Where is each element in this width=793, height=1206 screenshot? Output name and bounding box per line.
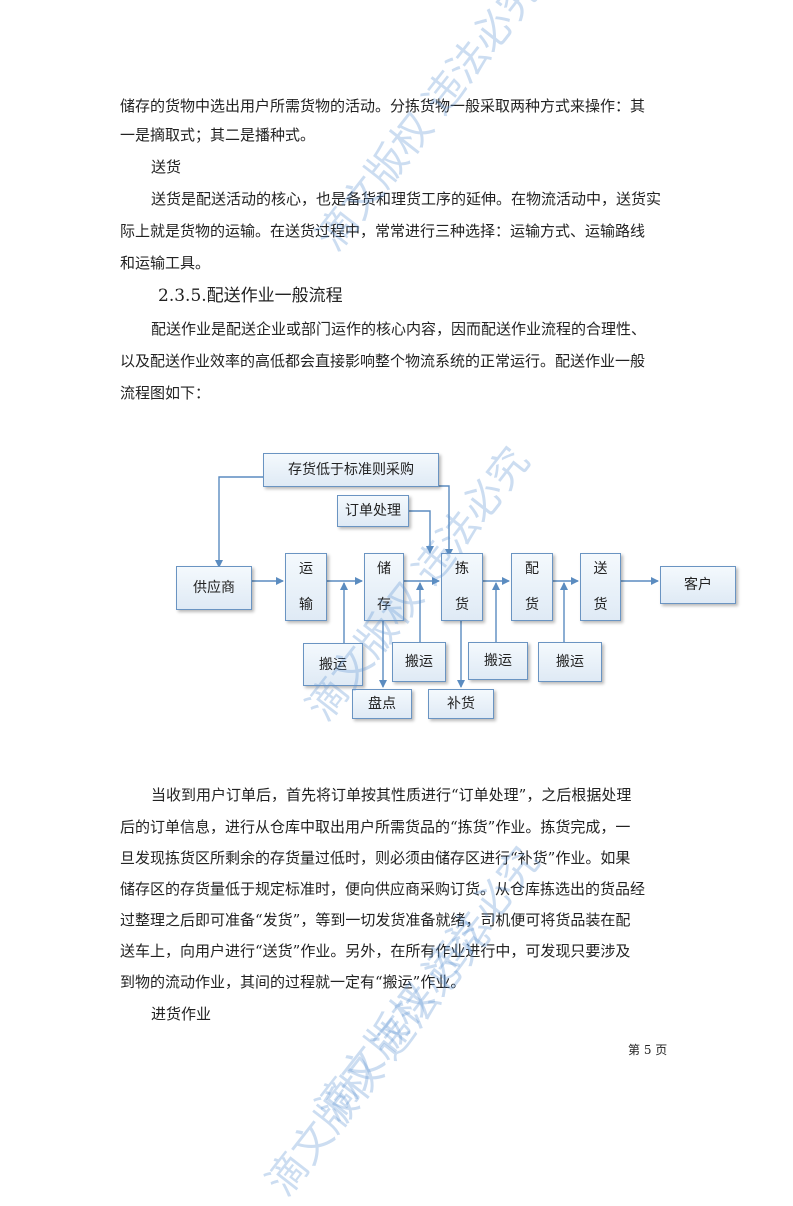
paragraph-line: 送货是配送活动的核心，也是备货和理货工序的延伸。在物流活动中，送货实 (151, 190, 662, 208)
order-processing-label: 订单处理 (345, 503, 401, 519)
paragraph-line: 送车上，向用户进行“送货”作业。另外，在所有作业进行中，可发现只要涉及 (120, 942, 631, 960)
handling-label-1: 搬运 (319, 656, 347, 673)
distribution-box: 配 货 (511, 553, 553, 621)
storage-label-top: 储 (377, 561, 391, 577)
handling-box-2: 搬运 (392, 642, 446, 682)
page-number: 第 5 页 (628, 1043, 668, 1057)
paragraph-line: 流程图如下： (120, 384, 211, 402)
picking-box: 拣 货 (441, 553, 483, 621)
delivery-label-top: 送 (593, 561, 608, 577)
paragraph-line: 储存的货物中选出用户所需货物的活动。分拣货物一般采取两种方式来操作：其 (120, 97, 646, 115)
paragraph-line: 以及配送作业效率的高低都会直接影响整个物流系统的正常运行。配送作业一般 (120, 352, 646, 370)
purchase-label: 存货低于标准则采购 (288, 462, 414, 478)
customer-label: 客户 (684, 577, 712, 593)
inventory-count-box: 盘点 (352, 689, 412, 719)
distribution-label-bottom: 货 (525, 597, 539, 613)
handling-box-4: 搬运 (538, 642, 602, 682)
order-processing-box: 订单处理 (337, 495, 409, 527)
paragraph-line: 到物的流动作业，其间的过程就一定有“搬运”作业。 (120, 973, 466, 991)
replenish-label: 补货 (447, 696, 475, 712)
flowchart-connectors (215, 476, 659, 688)
customer-box: 客户 (660, 566, 736, 604)
supplier-label: 供应商 (193, 580, 235, 596)
handling-box-3: 搬运 (468, 642, 528, 680)
section-heading: 2.3.5.配送作业一般流程 (158, 286, 343, 306)
handling-label-3: 搬运 (484, 653, 512, 669)
delivery-box: 送 货 (580, 553, 621, 621)
paragraph-line: 配送作业是配送企业或部门运作的核心内容，因而配送作业流程的合理性、 (151, 320, 647, 338)
paragraph-line: 储存区的存货量低于规定标准时，便向供应商采购订货。从仓库拣选出的货品经 (120, 880, 646, 898)
subheading-delivery: 送货 (151, 158, 182, 176)
handling-label-2: 搬运 (405, 654, 433, 670)
inventory-count-label: 盘点 (368, 696, 396, 712)
paragraph-line: 过整理之后即可准备“发货”，等到一切发货准备就绪，司机便可将货品装在配 (120, 911, 631, 929)
picking-label-bottom: 货 (455, 597, 469, 613)
storage-label-bottom: 存 (377, 597, 391, 613)
distribution-label-top: 配 (525, 561, 539, 577)
delivery-label-bottom: 货 (593, 597, 608, 613)
purchase-box: 存货低于标准则采购 (263, 453, 439, 487)
paragraph-line: 一是摘取式；其二是播种式。 (120, 126, 316, 144)
replenish-box: 补货 (428, 689, 494, 719)
transport-box: 运 输 (285, 553, 327, 621)
picking-label-top: 拣 (455, 561, 469, 577)
handling-box-1: 搬运 (303, 643, 363, 686)
transport-label-top: 运 (299, 561, 313, 577)
paragraph-line: 后的订单信息，进行从仓库中取出用户所需货品的“拣货”作业。拣货完成，一 (120, 818, 631, 836)
handling-label-4: 搬运 (556, 654, 584, 670)
paragraph-line: 际上就是货物的运输。在送货过程中，常常进行三种选择：运输方式、运输路线 (120, 222, 646, 240)
supplier-box: 供应商 (176, 566, 252, 610)
paragraph-line: 和运输工具。 (120, 254, 211, 272)
paragraph-line: 旦发现拣货区所剩余的存货量过低时，则必须由储存区进行“补货”作业。如果 (120, 849, 631, 867)
transport-label-bottom: 输 (299, 597, 313, 613)
storage-box: 储 存 (364, 553, 404, 621)
paragraph-line: 当收到用户订单后，首先将订单按其性质进行“订单处理”，之后根据处理 (151, 786, 632, 804)
subheading-receiving: 进货作业 (151, 1005, 212, 1023)
